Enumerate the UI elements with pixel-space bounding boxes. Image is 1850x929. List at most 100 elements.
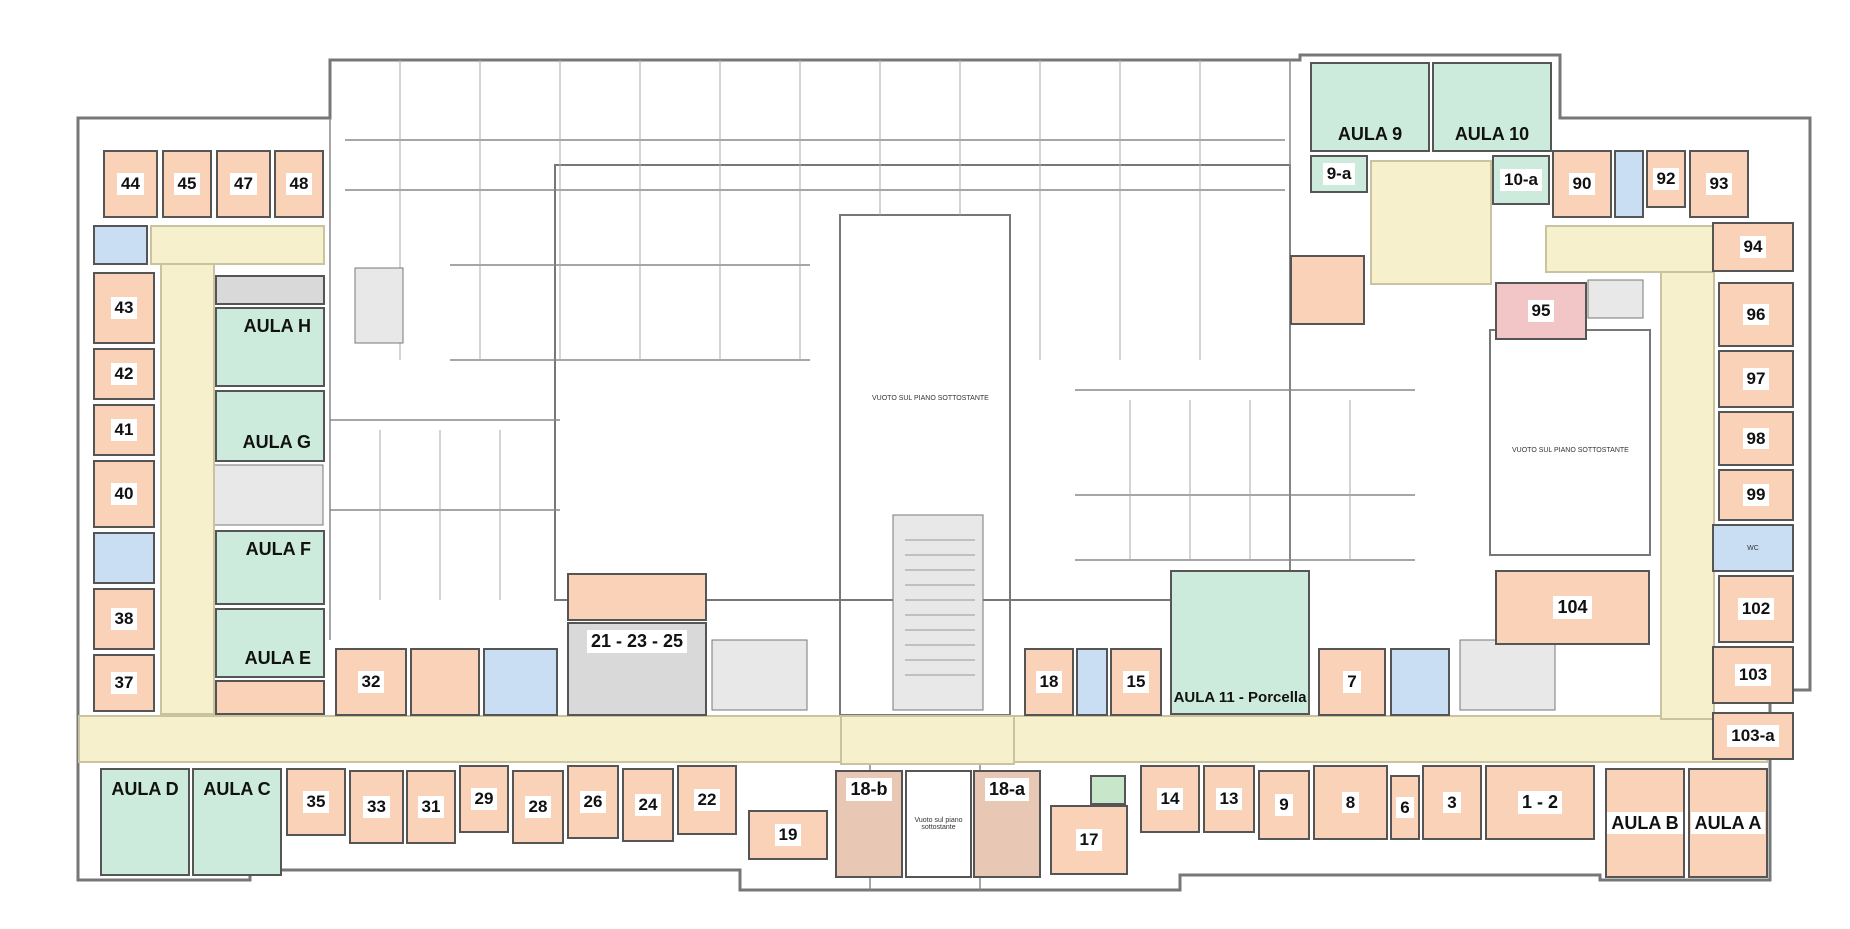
room-38: 38 <box>93 588 155 650</box>
aula-d-label: AULA D <box>111 779 179 799</box>
aula-h-label: AULA H <box>243 316 311 336</box>
wc-south-right <box>1390 648 1450 716</box>
room-42: 42 <box>93 348 155 400</box>
room-19-label: 19 <box>774 824 802 846</box>
room-41: 41 <box>93 404 155 456</box>
room-98: 98 <box>1718 411 1794 466</box>
room-48: 48 <box>274 150 324 218</box>
aula-a: AULA A <box>1688 768 1768 878</box>
room-21-23-25-label: 21 - 23 - 25 <box>586 630 688 653</box>
room-10-a-label: 10-a <box>1499 169 1543 191</box>
room-9-a: 9-a <box>1310 155 1368 193</box>
room-37: 37 <box>93 654 155 712</box>
wc-south-center <box>1076 648 1108 716</box>
void-lower-label: Vuoto sul piano sottostante <box>914 817 963 831</box>
room-22-label: 22 <box>693 789 721 811</box>
stair-left-middle <box>212 464 324 526</box>
corridor-left-vertical <box>160 225 215 715</box>
room-31-label: 31 <box>417 796 445 818</box>
room-97: 97 <box>1718 350 1794 408</box>
stair-right-north <box>1587 279 1644 319</box>
aula-11-porcella: AULA 11 - Porcella <box>1170 570 1310 715</box>
corridor-left-top <box>150 225 325 265</box>
stair-left-north <box>354 267 404 344</box>
stair-mid-left <box>711 639 808 711</box>
room-3-label: 3 <box>1443 791 1461 814</box>
room-37-label: 37 <box>110 672 138 694</box>
room-7-label: 7 <box>1343 671 1361 693</box>
room-18-a-label: 18-a <box>984 778 1030 801</box>
aula-b-label: AULA B <box>1607 811 1683 835</box>
room-35-label: 35 <box>302 791 330 813</box>
room-41-label: 41 <box>110 419 138 441</box>
corridor-right-top <box>1545 225 1715 273</box>
corridor-center-connector <box>840 715 1015 765</box>
aula-b: AULA B <box>1605 768 1685 878</box>
room-94: 94 <box>1712 222 1794 272</box>
room-near-9-a <box>1290 255 1365 325</box>
aula-a-label: AULA A <box>1690 811 1766 835</box>
room-13-label: 13 <box>1215 788 1243 810</box>
room-96: 96 <box>1718 282 1794 347</box>
aula-c: AULA C <box>192 768 282 876</box>
room-29: 29 <box>459 765 509 833</box>
room-18-b-label: 18-b <box>846 778 892 801</box>
room-40-label: 40 <box>110 483 138 505</box>
room-44-label: 44 <box>117 173 144 195</box>
room-45-label: 45 <box>173 173 201 195</box>
room-18-b: 18-b <box>835 770 903 878</box>
room-14-label: 14 <box>1156 788 1184 810</box>
room-24: 24 <box>622 768 674 842</box>
aula-e: AULA E <box>215 608 325 678</box>
room-left-bottom-small <box>215 680 325 715</box>
room-102: 102 <box>1718 575 1794 643</box>
room-31: 31 <box>406 770 456 844</box>
room-19: 19 <box>748 810 828 860</box>
room-13: 13 <box>1203 765 1255 833</box>
room-43: 43 <box>93 272 155 344</box>
room-90-label: 90 <box>1568 173 1596 195</box>
room-9: 9 <box>1258 770 1310 840</box>
room-28-label: 28 <box>524 796 552 818</box>
room-1-2: 1 - 2 <box>1485 765 1595 840</box>
room-45: 45 <box>162 150 212 218</box>
room-21-23-25-upper <box>567 573 707 621</box>
room-99-label: 99 <box>1742 484 1770 506</box>
room-33: 33 <box>349 770 404 844</box>
room-38-label: 38 <box>110 608 138 630</box>
room-32-adjacent <box>410 648 480 716</box>
room-8-label: 8 <box>1341 791 1360 814</box>
room-42-label: 42 <box>110 363 138 385</box>
room-103: 103 <box>1712 646 1794 704</box>
room-102-label: 102 <box>1737 598 1775 620</box>
room-18-label: 18 <box>1035 671 1063 693</box>
room-47: 47 <box>216 150 271 218</box>
room-9-a-label: 9-a <box>1322 163 1356 185</box>
aula-9: AULA 9 <box>1310 62 1430 152</box>
room-44: 44 <box>103 150 158 218</box>
room-7: 7 <box>1318 648 1386 716</box>
room-26: 26 <box>567 765 619 839</box>
room-9-label: 9 <box>1275 794 1293 816</box>
room-48-label: 48 <box>285 173 313 195</box>
aula-f: AULA F <box>215 530 325 605</box>
room-15: 15 <box>1110 648 1162 716</box>
void-right-label: VUOTO SUL PIANO SOTTOSTANTE <box>1512 447 1629 454</box>
corridor-right-vertical <box>1660 265 1715 720</box>
room-92: 92 <box>1646 150 1686 208</box>
room-32-label: 32 <box>357 671 385 693</box>
aula-d: AULA D <box>100 768 190 876</box>
aula-c-label: AULA C <box>203 779 271 799</box>
room-96-label: 96 <box>1742 303 1770 326</box>
aula-10-label: AULA 10 <box>1454 124 1530 145</box>
room-99: 99 <box>1718 469 1794 521</box>
room-8: 8 <box>1313 765 1388 840</box>
room-10-a: 10-a <box>1492 155 1550 205</box>
room-3: 3 <box>1422 765 1482 840</box>
room-94-label: 94 <box>1739 236 1767 258</box>
room-14: 14 <box>1140 765 1200 833</box>
elevator-center <box>1090 775 1126 805</box>
room-103-a: 103-a <box>1712 712 1794 760</box>
room-18-a: 18-a <box>973 770 1041 878</box>
